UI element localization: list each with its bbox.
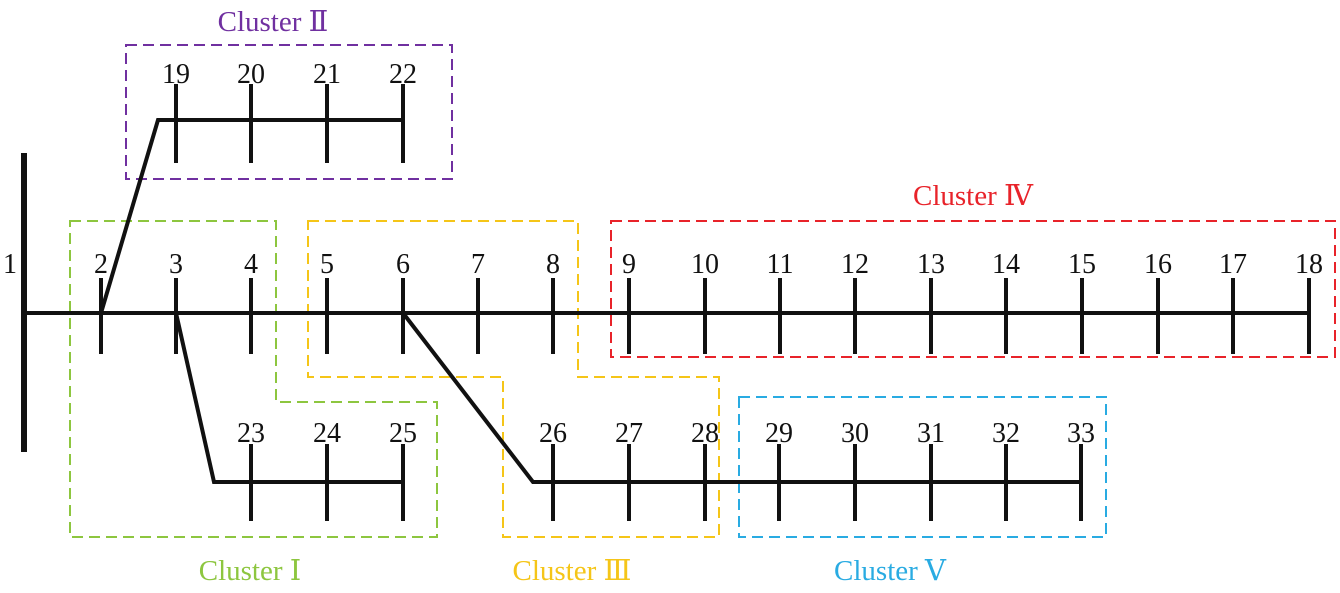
bus-label-17: 17 [1219, 249, 1247, 280]
cluster-label-c5: Cluster Ⅴ [834, 555, 947, 587]
cluster-label-c3: Cluster Ⅲ [513, 555, 632, 587]
bus-label-33: 33 [1067, 418, 1095, 449]
bus-label-24: 24 [313, 418, 341, 449]
bus-label-32: 32 [992, 418, 1020, 449]
cluster-label-c2: Cluster Ⅱ [218, 6, 329, 38]
branch-26-33-bus-ticks [551, 444, 1083, 521]
bus-label-4: 4 [244, 249, 258, 280]
bus-label-23: 23 [237, 418, 265, 449]
cluster-box-c3 [307, 220, 720, 538]
cluster-labels: Cluster Ⅰ Cluster Ⅱ Cluster Ⅲ Cluster Ⅳ … [199, 6, 1034, 587]
bus-label-26: 26 [539, 418, 567, 449]
bus-label-8: 8 [546, 249, 560, 280]
bus-label-3: 3 [169, 249, 183, 280]
bus-label-16: 16 [1144, 249, 1172, 280]
cluster-label-c4: Cluster Ⅳ [913, 180, 1034, 212]
bus-labels: 1 2 3 4 5 6 7 8 9 10 11 12 13 14 15 16 1… [3, 59, 1323, 449]
bus-label-7: 7 [471, 249, 485, 280]
bus-label-22: 22 [389, 59, 417, 90]
bus-label-10: 10 [691, 249, 719, 280]
cluster-box-c2 [125, 44, 453, 180]
bus-label-18: 18 [1295, 249, 1323, 280]
bus-label-30: 30 [841, 418, 869, 449]
main-feeder-bus-ticks [99, 278, 1311, 354]
bus-label-9: 9 [622, 249, 636, 280]
bus-label-25: 25 [389, 418, 417, 449]
bus-label-20: 20 [237, 59, 265, 90]
bus-label-27: 27 [615, 418, 643, 449]
bus-label-11: 11 [767, 249, 794, 280]
bus-label-29: 29 [765, 418, 793, 449]
bus-label-21: 21 [313, 59, 341, 90]
branch-19-22-bus-ticks [174, 84, 405, 163]
bus-label-5: 5 [320, 249, 334, 280]
branch-line-2-19 [99, 118, 403, 314]
branch-line-3-23 [174, 312, 403, 484]
bus-label-19: 19 [162, 59, 190, 90]
bus-label-2: 2 [94, 249, 108, 280]
bus-label-14: 14 [992, 249, 1020, 280]
cluster-box-c5 [738, 396, 1107, 538]
cluster-box-c1 [69, 220, 438, 538]
bus-label-15: 15 [1068, 249, 1096, 280]
bus-label-1: 1 [3, 249, 17, 280]
bus-label-31: 31 [917, 418, 945, 449]
branch-23-25-bus-ticks [249, 444, 405, 521]
bus-label-13: 13 [917, 249, 945, 280]
bus-label-12: 12 [841, 249, 869, 280]
bus-label-6: 6 [396, 249, 410, 280]
cluster-label-c1: Cluster Ⅰ [199, 555, 301, 587]
cluster-box-c4 [610, 220, 1336, 358]
bus-label-28: 28 [691, 418, 719, 449]
branch-line-6-26 [401, 311, 1081, 484]
